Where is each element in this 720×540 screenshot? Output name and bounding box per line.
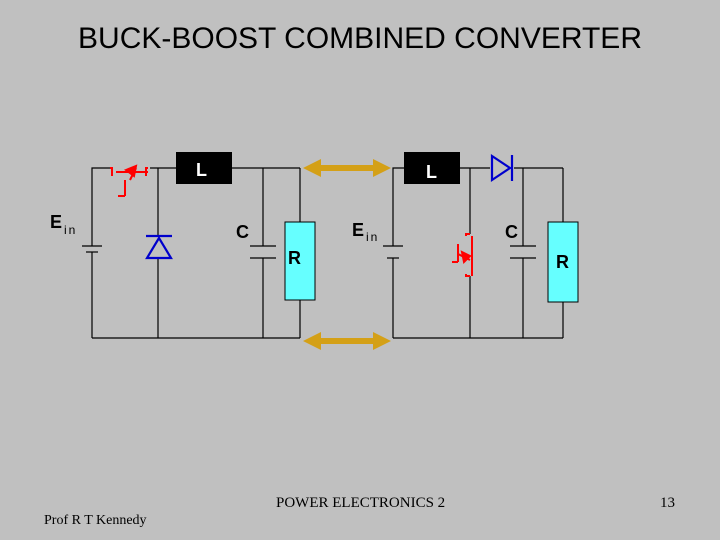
left-capacitor-label: C <box>236 222 249 242</box>
right-source-battery <box>383 245 403 259</box>
left-source-subscript: in <box>64 223 77 237</box>
right-circuit: E in L C R <box>352 152 579 339</box>
left-source-battery <box>82 240 102 256</box>
slide-title: BUCK-BOOST COMBINED CONVERTER <box>78 22 642 55</box>
left-source-label: E <box>50 212 62 232</box>
right-capacitor-label: C <box>505 222 518 242</box>
right-resistor-label: R <box>556 252 569 272</box>
footer-course: POWER ELECTRONICS 2 <box>276 495 446 511</box>
left-switch-icon <box>110 164 148 197</box>
right-source-subscript: in <box>366 230 379 244</box>
right-inductor <box>404 152 460 184</box>
right-diode-icon <box>490 153 514 183</box>
left-inductor-label: L <box>196 160 207 180</box>
left-resistor-label: R <box>288 248 301 268</box>
footer-author: Prof R T Kennedy <box>44 513 147 528</box>
page-number: 13 <box>660 495 675 511</box>
left-wires <box>91 167 301 339</box>
right-source-label: E <box>352 220 364 240</box>
right-capacitor <box>510 245 536 259</box>
right-switch-icon <box>452 233 473 277</box>
right-inductor-label: L <box>426 162 437 182</box>
left-resistor <box>284 221 316 301</box>
right-resistor <box>547 221 579 303</box>
left-capacitor <box>250 245 276 259</box>
left-circuit: E in L C R <box>50 152 316 339</box>
left-diode-icon <box>145 234 173 260</box>
left-inductor <box>176 152 232 184</box>
right-wires <box>392 167 564 339</box>
